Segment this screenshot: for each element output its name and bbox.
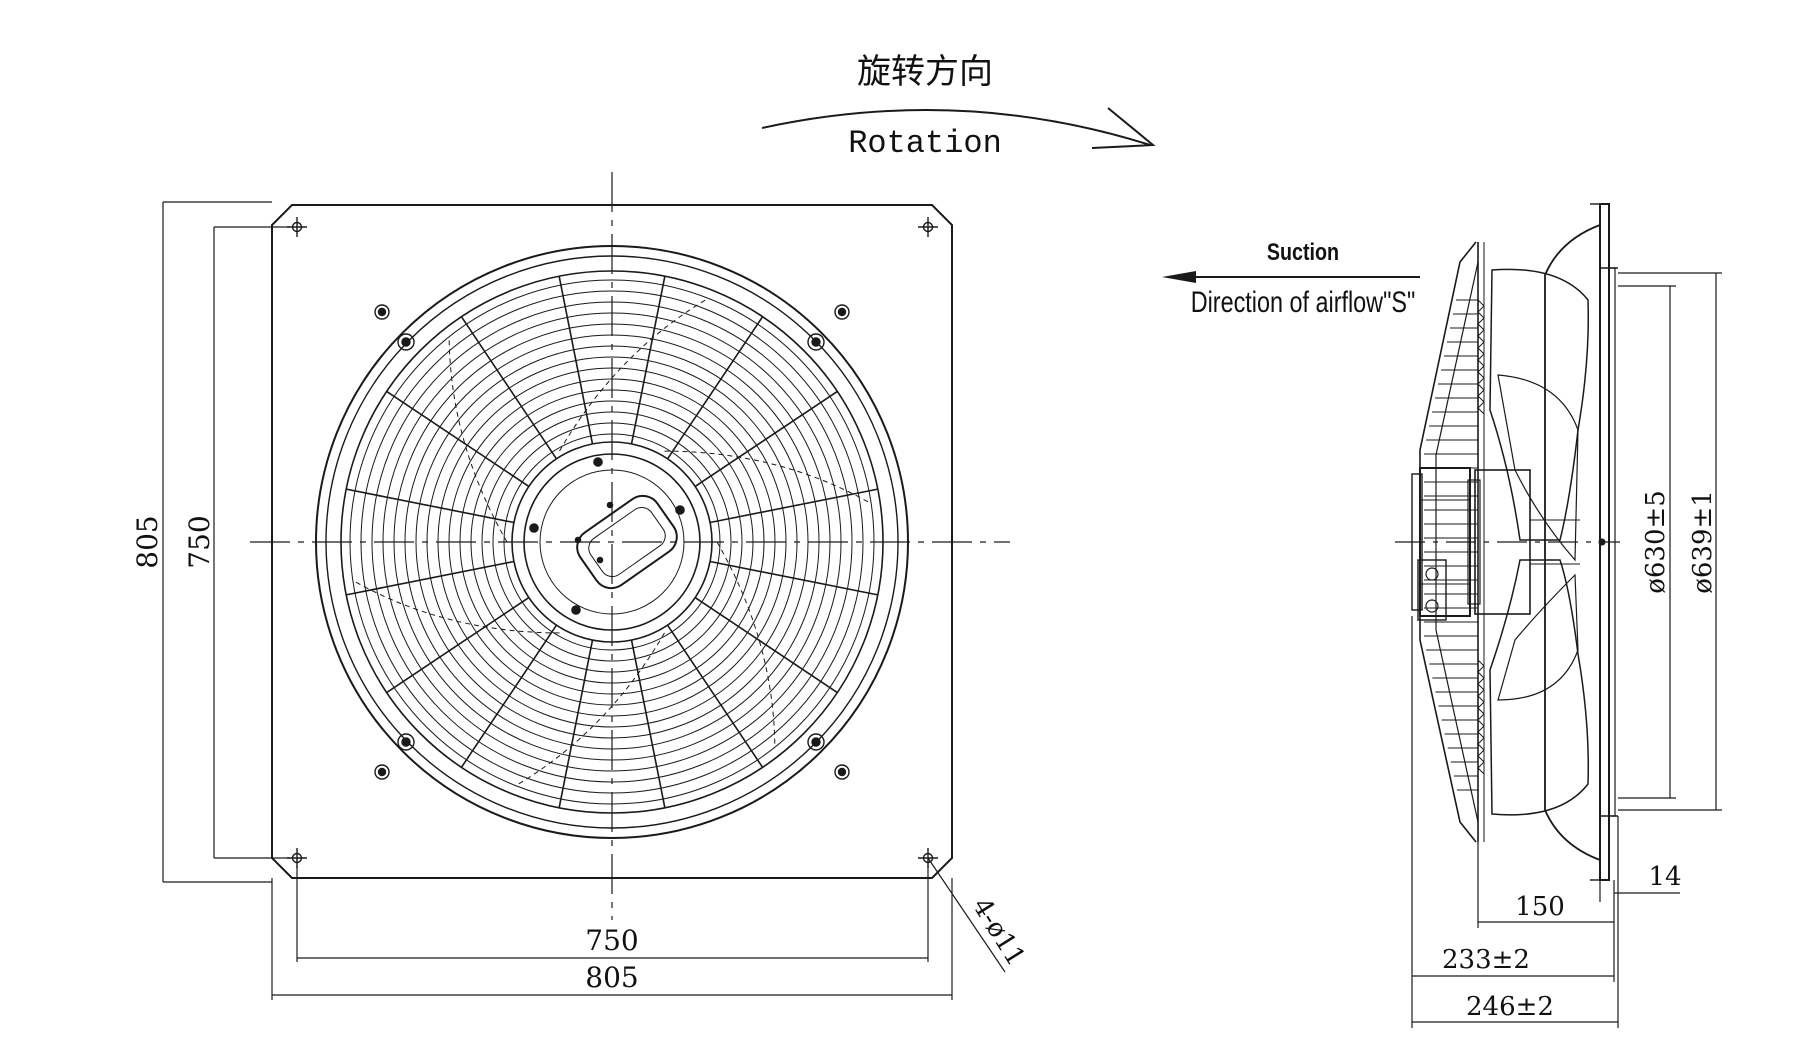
guard-ring — [481, 411, 743, 673]
plate-bolt — [834, 304, 850, 320]
dim-height-outer-label: 805 — [131, 515, 164, 568]
guard-spoke — [709, 560, 878, 596]
blade-serrations-upper — [1477, 299, 1485, 415]
dim-150 — [1477, 842, 1615, 928]
dim-height-inner-label: 750 — [183, 515, 216, 568]
guard-ring — [426, 356, 798, 728]
guard-ring — [382, 312, 842, 772]
corner-holes — [287, 217, 938, 868]
side-venturi — [1544, 224, 1601, 861]
side-blade-lower — [1489, 559, 1590, 816]
guard-bolt — [807, 733, 825, 751]
dim-width-inner — [296, 866, 929, 962]
dim-height-inner — [213, 226, 290, 859]
side-motor — [1419, 467, 1471, 617]
side-view — [1395, 203, 1722, 1028]
guard-ring — [415, 345, 809, 739]
guard-ring — [470, 400, 754, 684]
airflow-suction-label: Suction — [1267, 238, 1339, 265]
guard-bolt — [397, 333, 415, 351]
guard-spoke — [694, 596, 838, 694]
hole-callout-label: 4-ø11 — [966, 893, 1031, 972]
dim-width-inner-label: 750 — [585, 924, 638, 957]
guard-spoke — [386, 390, 530, 488]
rotation-indicator: 旋转方向 Rotation — [761, 52, 1156, 162]
guard-spoke — [346, 488, 515, 524]
dim-width-outer-label: 805 — [585, 961, 638, 994]
dim-246-label: 246±2 — [1466, 992, 1554, 1022]
dim-dia-639 — [1618, 272, 1722, 811]
dim-dia-630-label: ø630±5 — [1641, 490, 1671, 594]
guard-spoke — [558, 639, 594, 808]
plate-bolt — [374, 764, 390, 780]
guard-spoke — [558, 276, 594, 445]
airflow-indicator: Suction Direction of airflow"S" — [1162, 238, 1420, 319]
mounting-plate — [271, 204, 953, 879]
guard-ring — [393, 323, 831, 761]
fan-blade-outline — [352, 579, 560, 634]
side-hub — [1474, 469, 1531, 615]
guard-ring — [492, 422, 732, 662]
rotation-arrow — [761, 109, 1151, 146]
cable-gland — [1417, 559, 1447, 621]
rotation-label-en: Rotation — [848, 125, 1002, 162]
guard-ring — [349, 279, 875, 805]
guard-spoke — [346, 560, 515, 596]
guard-rings — [349, 279, 875, 805]
side-guard-wires — [1424, 299, 1478, 791]
side-blade-upper — [1489, 268, 1590, 541]
fan-blades — [352, 297, 872, 787]
guard-spoke — [666, 624, 764, 768]
guard-spokes — [346, 276, 878, 808]
guard-ring — [503, 433, 721, 651]
plate-bolt — [834, 764, 850, 780]
plate-bolt — [374, 304, 390, 320]
blade-serrations-lower — [1477, 659, 1485, 775]
airflow-direction-label: Direction of airflow"S" — [1191, 285, 1416, 318]
guard-spoke — [666, 316, 764, 460]
guard-ring — [437, 367, 787, 717]
dim-233-label: 233±2 — [1442, 945, 1530, 975]
rotation-label-cn: 旋转方向 — [857, 52, 993, 92]
venturi-ring-outer — [315, 245, 909, 839]
guard-spoke — [630, 276, 666, 445]
airflow-arrow-head — [1162, 271, 1196, 283]
guard-bolt — [807, 333, 825, 351]
rotation-arrow-head — [1091, 107, 1156, 149]
dim-150-label: 150 — [1515, 892, 1565, 922]
fan-blade-outline — [664, 450, 872, 505]
hole-callout-leader — [927, 857, 1006, 973]
fan-blade-outline — [515, 632, 665, 787]
guard-ring — [448, 378, 776, 706]
dim-height-outer — [162, 201, 272, 883]
guard-ring-outer — [340, 270, 884, 814]
front-view — [162, 172, 1010, 1000]
dim-246 — [1411, 816, 1619, 1028]
venturi-ring-inner — [325, 255, 899, 829]
dim-233 — [1411, 616, 1615, 982]
dim-dia-639-label: ø639±1 — [1688, 490, 1718, 594]
guard-spoke — [460, 316, 558, 460]
guard-bolts — [374, 304, 850, 780]
dim-width-outer — [271, 878, 953, 1000]
guard-ring — [360, 290, 864, 794]
fan-blade-outline — [716, 541, 776, 748]
guard-spoke — [694, 390, 838, 488]
terminal-box — [576, 494, 678, 590]
guard-spoke — [709, 488, 878, 524]
guard-spoke — [460, 624, 558, 768]
guard-spoke — [386, 596, 530, 694]
guard-ring — [404, 334, 820, 750]
motor-hub — [511, 441, 713, 643]
guard-ring — [371, 301, 853, 783]
dim-14 — [1599, 880, 1680, 902]
dim-14-label: 14 — [1648, 862, 1681, 892]
fan-blade-outline — [448, 336, 508, 543]
guard-ring — [459, 389, 765, 695]
guard-bolt — [397, 733, 415, 751]
dim-dia-630 — [1618, 285, 1676, 799]
guard-spoke — [630, 639, 666, 808]
fan-blade-outline — [559, 297, 709, 452]
